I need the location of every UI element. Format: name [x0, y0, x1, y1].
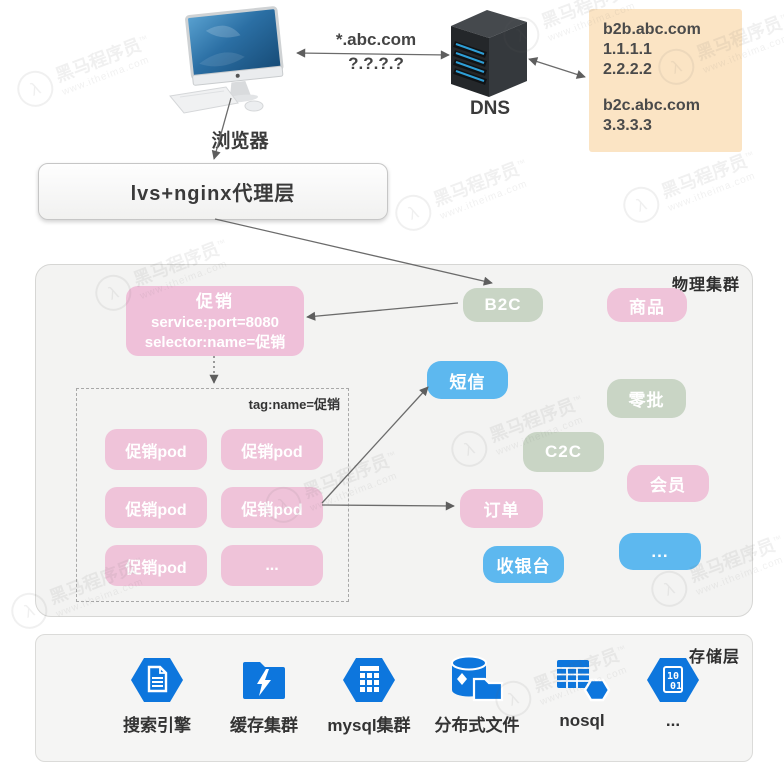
- grid-hexagon-icon: [522, 651, 642, 709]
- dns-record-line: b2c.abc.com: [603, 97, 700, 114]
- binary-file-hexagon-icon: 10 01: [613, 651, 733, 709]
- promo-pod: 促销pod: [221, 429, 323, 470]
- storage-item-more: 10 01 ...: [613, 651, 733, 731]
- promo-pod-more: ...: [221, 545, 323, 586]
- storage-item-nosql: nosql: [522, 651, 642, 731]
- promo-pod: 促销pod: [105, 487, 207, 528]
- watermark-logo-icon: λ: [12, 65, 59, 113]
- service-box-goods: 商品: [607, 288, 687, 322]
- service-box-b2c: B2C: [463, 288, 543, 322]
- storage-item-search: 搜索引擎: [97, 651, 217, 736]
- database-folder-icon: [417, 651, 537, 709]
- service-box-sms: 短信: [427, 361, 508, 399]
- dns-label: DNS: [469, 98, 511, 119]
- promo-pod: 促销pod: [105, 545, 207, 586]
- query-domain-label: *.abc.com: [335, 30, 417, 49]
- dns-record-line: 1.1.1.1: [603, 41, 652, 58]
- proxy-layer-box: lvs+nginx代理层: [38, 163, 388, 220]
- dns-record-line: 2.2.2.2: [603, 61, 652, 78]
- svg-text:01: 01: [670, 681, 682, 692]
- table-hexagon-icon: [309, 651, 429, 709]
- dns-server-icon: [451, 10, 527, 97]
- promo-service-title: 促销: [196, 292, 234, 311]
- cluster-title: 物理集群: [671, 277, 740, 294]
- dns-record-line: [603, 80, 742, 96]
- dns-record-line: 3.3.3.3: [603, 117, 652, 134]
- promo-pod: 促销pod: [221, 487, 323, 528]
- storage-item-label: nosql: [559, 711, 605, 730]
- storage-layer-box: 存储层 搜索引擎 缓存集群: [35, 634, 753, 762]
- service-box-cashier: 收银台: [483, 546, 564, 583]
- service-box-member: 会员: [627, 465, 709, 502]
- promo-service-selector: selector:name=促销: [144, 334, 286, 351]
- promo-pod: 促销pod: [105, 429, 207, 470]
- query-ip-label: ?.?.?.?: [348, 54, 404, 73]
- storage-item-label: ...: [665, 711, 681, 730]
- storage-item-cache: 缓存集群: [204, 651, 324, 736]
- storage-title: 存储层: [688, 649, 740, 666]
- arrow-dns-records: [528, 57, 586, 79]
- watermark: λ 黑马程序员™ www.itheima.com: [12, 28, 157, 113]
- browser-label: 浏览器: [211, 131, 269, 152]
- storage-item-label: 缓存集群: [230, 716, 298, 735]
- storage-item-label: 搜索引擎: [123, 716, 191, 735]
- svg-text:10: 10: [667, 671, 679, 682]
- service-box-wholesale: 零批: [607, 379, 686, 418]
- storage-item-mysql: mysql集群: [309, 651, 429, 736]
- promo-pod-group: tag:name=促销 促销pod 促销pod 促销pod 促销pod 促销po…: [76, 388, 349, 602]
- pod-group-tag: tag:name=促销: [248, 397, 340, 412]
- dns-records-box: b2b.abc.com 1.1.1.1 2.2.2.2 b2c.abc.com …: [589, 9, 742, 152]
- service-box-order: 订单: [460, 489, 543, 528]
- storage-item-label: 分布式文件: [434, 716, 520, 735]
- service-box-more: ...: [619, 533, 701, 570]
- storage-item-distributed-files: 分布式文件: [417, 651, 537, 736]
- document-hexagon-icon: [97, 651, 217, 709]
- promo-service-port: service:port=8080: [151, 314, 279, 331]
- physical-cluster-box: 物理集群 促销 service:port=8080 selector:name=…: [35, 264, 753, 617]
- storage-item-label: mysql集群: [327, 716, 411, 735]
- service-box-c2c: C2C: [523, 432, 604, 472]
- browser-computer-icon: [169, 6, 284, 114]
- promo-service-box: 促销 service:port=8080 selector:name=促销: [126, 286, 304, 356]
- dns-record-line: b2b.abc.com: [603, 21, 701, 38]
- folder-lightning-icon: [204, 651, 324, 709]
